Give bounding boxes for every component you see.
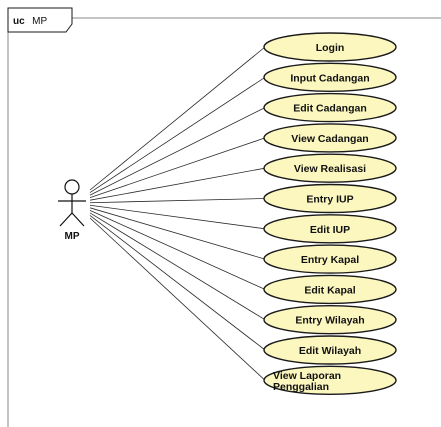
actor-head	[64, 179, 80, 195]
actor-left-leg	[59, 212, 73, 227]
use-case-ellipse	[263, 274, 397, 305]
use-case-view-cadangan[interactable]: View Cadangan	[263, 123, 397, 153]
association-edit-wilayah	[89, 215, 266, 351]
use-case-input-cadangan[interactable]: Input Cadangan	[263, 62, 397, 93]
diagram-frame	[7, 17, 441, 427]
use-case-edit-kapal[interactable]: Edit Kapal	[263, 274, 397, 305]
use-case-label: Input Cadangan	[290, 72, 369, 84]
actor-mp[interactable]: MP	[58, 179, 86, 242]
association-input-cadangan	[89, 76, 266, 193]
association-edit-cadangan	[89, 107, 266, 196]
use-case-label: View Laporan	[273, 370, 341, 382]
use-case-edit-cadangan[interactable]: Edit Cadangan	[263, 92, 397, 123]
association-entry-kapal	[89, 207, 266, 260]
use-case-ellipse	[263, 32, 397, 62]
use-case-label: Edit IUP	[310, 224, 350, 236]
use-case-ellipse	[263, 244, 397, 274]
association-login	[89, 46, 266, 191]
association-entry-wilayah	[89, 212, 266, 321]
frame-keyword: uc	[13, 16, 25, 27]
use-case-ellipse	[263, 123, 397, 153]
use-case-ellipse	[263, 305, 397, 335]
use-case-ellipse	[263, 153, 397, 183]
use-case-ellipse	[263, 214, 397, 244]
frame-tab: uc MP	[7, 7, 73, 33]
use-case-entry-kapal[interactable]: Entry Kapal	[263, 244, 397, 274]
use-case-view-realisasi[interactable]: View Realisasi	[263, 153, 397, 183]
frame-tab-shape	[7, 7, 73, 33]
use-case-label: Edit Wilayah	[299, 345, 361, 357]
use-case-label: Login	[316, 42, 345, 54]
frame-name: MP	[32, 16, 47, 27]
use-case-edit-wilayah[interactable]: Edit Wilayah	[263, 335, 397, 365]
use-case-label: Entry Wilayah	[295, 315, 364, 327]
use-case-label: Edit Cadangan	[293, 103, 367, 115]
use-case-entry-wilayah[interactable]: Entry Wilayah	[263, 305, 397, 335]
actor-name: MP	[65, 231, 80, 242]
actor-right-leg	[71, 212, 85, 227]
association-entry-iup	[89, 198, 266, 204]
use-case-ellipse	[263, 62, 397, 93]
use-case-label: Penggalian	[273, 381, 329, 393]
associations	[89, 46, 266, 381]
association-edit-kapal	[89, 209, 266, 290]
association-edit-iup	[89, 204, 266, 230]
use-case-edit-iup[interactable]: Edit IUP	[263, 214, 397, 244]
use-case-entry-iup[interactable]: Entry IUP	[263, 183, 397, 214]
association-view-cadangan	[89, 137, 266, 199]
use-case-ellipse	[263, 92, 397, 123]
use-case-ellipse	[263, 335, 397, 365]
use-case-label: View Realisasi	[294, 163, 366, 175]
use-case-ellipse	[263, 365, 397, 395]
frame-title: uc MP	[13, 11, 47, 28]
use-case-label: Entry Kapal	[301, 254, 359, 266]
association-view-realisasi	[89, 167, 266, 201]
use-case-login[interactable]: Login	[263, 32, 397, 62]
use-case-label: Edit Kapal	[304, 284, 355, 296]
association-view-laporan-penggalian	[89, 217, 266, 381]
use-case-label: View Cadangan	[291, 133, 368, 145]
use-case-label: Entry IUP	[306, 194, 353, 206]
use-case-ellipse	[263, 183, 397, 214]
